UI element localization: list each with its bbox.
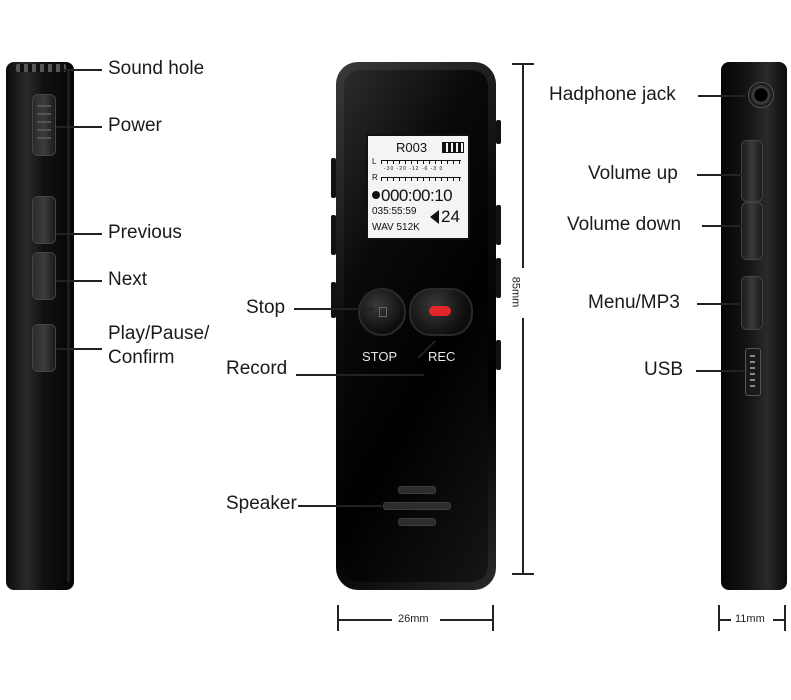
record-indicator-icon [372,191,380,199]
label-sound-hole: Sound hole [108,58,205,79]
speaker-volume-icon [430,210,439,224]
leader-menu-mp3 [697,303,747,305]
leader-volume-down [702,225,746,227]
side-view-left [6,62,74,590]
screen-volume-level: 24 [441,207,460,226]
label-record: Record [226,358,288,379]
stop-button[interactable] [358,288,406,336]
leader-power [56,126,102,128]
headphone-jack[interactable] [748,82,774,108]
screen-elapsed-time: 000:00:10 [381,186,453,205]
volume-down-button[interactable] [741,202,763,260]
leader-headphone-jack [698,95,746,97]
front-right-key-3 [496,258,501,298]
width-dimension-label: 26mm [398,613,429,625]
label-volume-down: Volume down [567,214,682,235]
level-meter-r [381,177,461,181]
label-stop: Stop [246,297,286,318]
leader-stop [294,308,374,310]
battery-icon [442,142,464,153]
front-right-key-2 [496,205,501,245]
front-right-key-1 [496,120,501,144]
speaker-slot-1 [398,486,436,494]
leader-sound-hole [64,69,102,71]
leader-previous [56,233,102,235]
front-left-key-1 [331,158,336,198]
label-menu-mp3: Menu/MP3 [588,292,680,313]
label-confirm: Confirm [108,347,175,368]
play-pause-button[interactable] [32,324,56,372]
next-button[interactable] [32,252,56,300]
usb-port[interactable] [745,348,761,396]
front-left-key-3 [331,282,336,318]
lcd-screen: R003 L -30 -20 -12 -6 -3 0 R 000:00:10 0… [366,134,470,240]
rec-button-label: REC [428,349,456,364]
height-label-bg [515,268,531,318]
record-dot-icon [429,306,451,316]
stop-button-label: STOP [362,349,398,364]
leader-record [296,374,424,376]
leader-usb [696,370,744,372]
height-dimension-line [522,64,524,574]
speaker-slot-2 [383,502,451,510]
leader-next [56,280,102,282]
label-play-pause: Play/Pause/ [108,323,210,344]
screen-channel-l: L [372,157,377,166]
leader-speaker [298,505,382,507]
leader-play-pause [56,348,102,350]
label-usb: USB [644,359,684,380]
label-speaker: Speaker [226,493,297,514]
screen-remaining-time: 035:55:59 [372,206,417,217]
label-previous: Previous [108,222,182,243]
label-next: Next [108,269,148,290]
speaker-slot-3 [398,518,436,526]
record-button[interactable] [409,288,473,336]
power-switch[interactable] [32,94,56,156]
previous-button[interactable] [32,196,56,244]
front-right-key-4 [496,340,501,370]
front-left-key-2 [331,215,336,255]
height-dimension-label: 85mm [509,276,522,308]
label-power: Power [108,115,162,136]
stop-icon [379,307,387,317]
label-volume-up: Volume up [588,163,678,184]
screen-file-name: R003 [396,140,428,155]
leader-volume-up [697,174,747,176]
side-view-right [721,62,787,590]
depth-dimension-label: 11mm [735,613,765,625]
volume-up-button[interactable] [741,140,763,202]
label-headphone-jack: Hadphone jack [549,84,676,105]
level-meter-l [381,160,461,164]
screen-format: WAV 512K [372,222,420,233]
sound-hole-grille [16,64,66,72]
screen-channel-r: R [372,173,378,182]
screen-meter-scale: -30 -20 -12 -6 -3 0 [384,166,444,172]
